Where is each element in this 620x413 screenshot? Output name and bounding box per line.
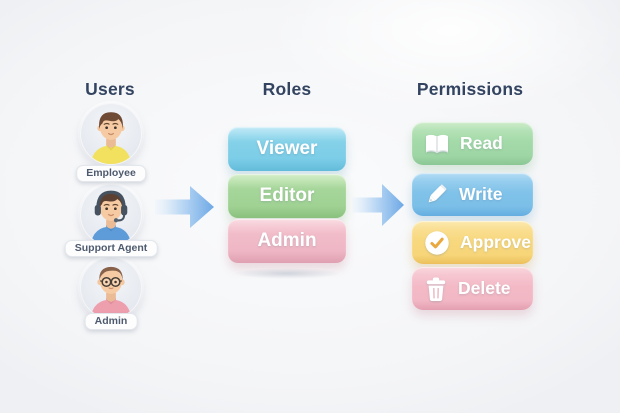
role-block-viewer: Viewer	[228, 127, 346, 171]
check-circle-icon	[425, 230, 449, 255]
role-label-viewer: Viewer	[256, 138, 318, 159]
role-block-admin: Admin	[228, 219, 346, 263]
permission-label-read: Read	[460, 133, 503, 153]
permission-pill-delete: Delete	[412, 267, 533, 310]
book-icon	[426, 134, 448, 153]
employee-avatar-illustration	[80, 103, 142, 165]
roles-column-title: Roles	[262, 79, 312, 99]
role-block-editor: Editor	[228, 174, 346, 218]
employee-avatar	[80, 103, 142, 165]
permission-label-write: Write	[459, 184, 503, 204]
permissions-column-title: Permissions	[416, 79, 524, 99]
permission-label-approve: Approve	[460, 232, 531, 252]
arrow-right-icon	[155, 186, 214, 228]
users-to-roles-arrow	[153, 182, 217, 237]
role-label-admin: Admin	[257, 230, 317, 251]
permission-pill-write: Write	[412, 173, 533, 216]
permission-pill-approve: Approve	[412, 221, 533, 264]
admin-avatar	[80, 257, 142, 319]
user-label-admin: Admin	[84, 313, 138, 330]
support-agent-avatar	[80, 184, 142, 246]
users-column-title: Users	[85, 79, 135, 99]
permission-pill-read: Read	[412, 122, 533, 165]
arrow-right-icon	[352, 184, 404, 226]
user-label-employee: Employee	[76, 165, 146, 182]
roles-stack-shadow	[233, 268, 341, 279]
admin-avatar-illustration	[80, 257, 142, 319]
support-agent-avatar-illustration	[80, 184, 142, 246]
permission-label-delete: Delete	[458, 278, 511, 298]
user-label-support-agent: Support Agent	[64, 240, 158, 257]
role-label-editor: Editor	[259, 185, 315, 206]
pencil-icon	[428, 184, 447, 203]
trash-icon	[426, 276, 446, 301]
roles-to-permissions-arrow	[350, 180, 407, 235]
